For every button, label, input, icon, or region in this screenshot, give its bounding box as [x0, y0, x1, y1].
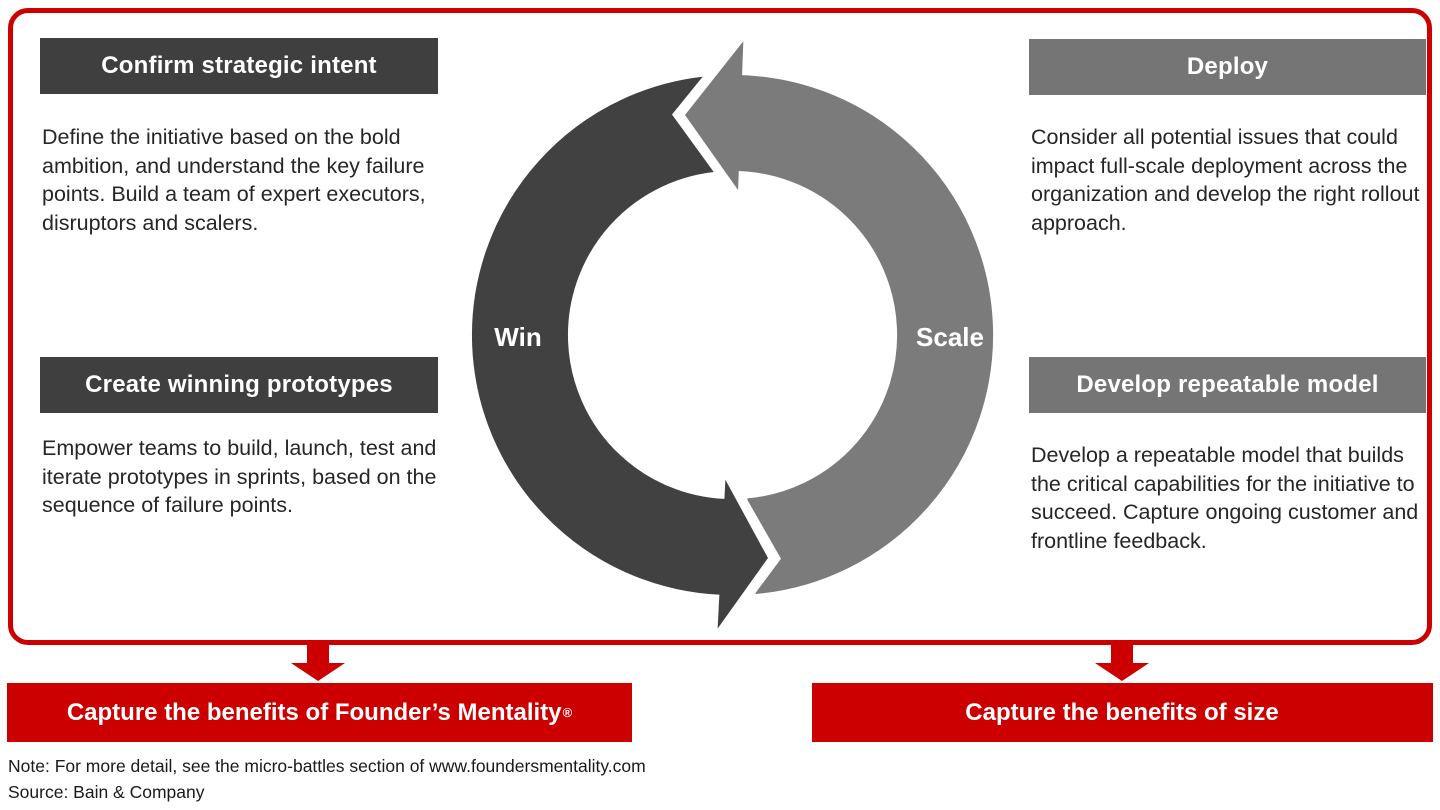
banner-founders-mentality-label: Capture the benefits of Founder’s Mental…: [66, 698, 562, 726]
footer: Note: For more detail, see the micro-bat…: [8, 753, 646, 805]
win-arrowhead-icon: [717, 479, 768, 629]
down-arrow-left-icon: [291, 645, 345, 681]
step-title-confirm-strategic-intent: Confirm strategic intent: [40, 38, 438, 94]
win-scale-cycle-diagram: Win Scale: [471, 30, 994, 640]
banner-benefits-of-size-label: Capture the benefits of size: [965, 698, 1279, 726]
step-body-deploy: Consider all potential issues that could…: [1031, 125, 1420, 235]
step-body-confirm-strategic-intent: Define the initiative based on the bold …: [42, 125, 426, 235]
scale-arrowhead-icon: [685, 41, 744, 191]
step-title-deploy: Deploy: [1029, 39, 1426, 95]
scale-arc: [732, 75, 994, 595]
win-arc: [471, 75, 738, 596]
banner-founders-mentality: Capture the benefits of Founder’s Mental…: [7, 683, 632, 742]
step-title-create-winning-prototypes: Create winning prototypes: [40, 357, 438, 413]
source-line: Source: Bain & Company: [8, 782, 205, 802]
banner-benefits-of-size: Capture the benefits of size: [812, 683, 1433, 742]
step-body-develop-repeatable-model: Develop a repeatable model that builds t…: [1031, 443, 1419, 553]
step-title-develop-repeatable-model: Develop repeatable model: [1029, 357, 1426, 413]
note-line: Note: For more detail, see the micro-bat…: [8, 756, 646, 776]
win-label: Win: [494, 322, 541, 352]
down-arrow-right-icon: [1095, 645, 1149, 681]
cycle-panel-border: Confirm strategic intent Define the init…: [8, 8, 1432, 645]
scale-label: Scale: [916, 322, 984, 352]
step-body-create-winning-prototypes: Empower teams to build, launch, test and…: [42, 436, 437, 517]
